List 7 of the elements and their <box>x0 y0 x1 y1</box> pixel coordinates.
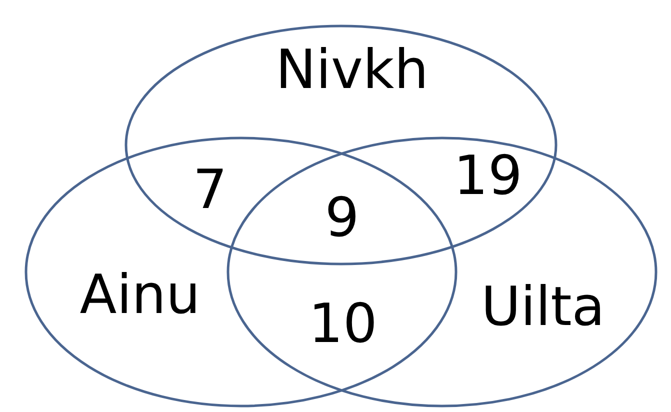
set-label: Nivkh <box>276 43 428 97</box>
set-label: Uilta <box>481 280 605 334</box>
set-label: Ainu <box>80 268 200 322</box>
region-count: 7 <box>192 163 228 217</box>
region-count: 19 <box>454 149 522 203</box>
region-count: 10 <box>308 297 378 351</box>
region-count: 9 <box>324 191 360 245</box>
